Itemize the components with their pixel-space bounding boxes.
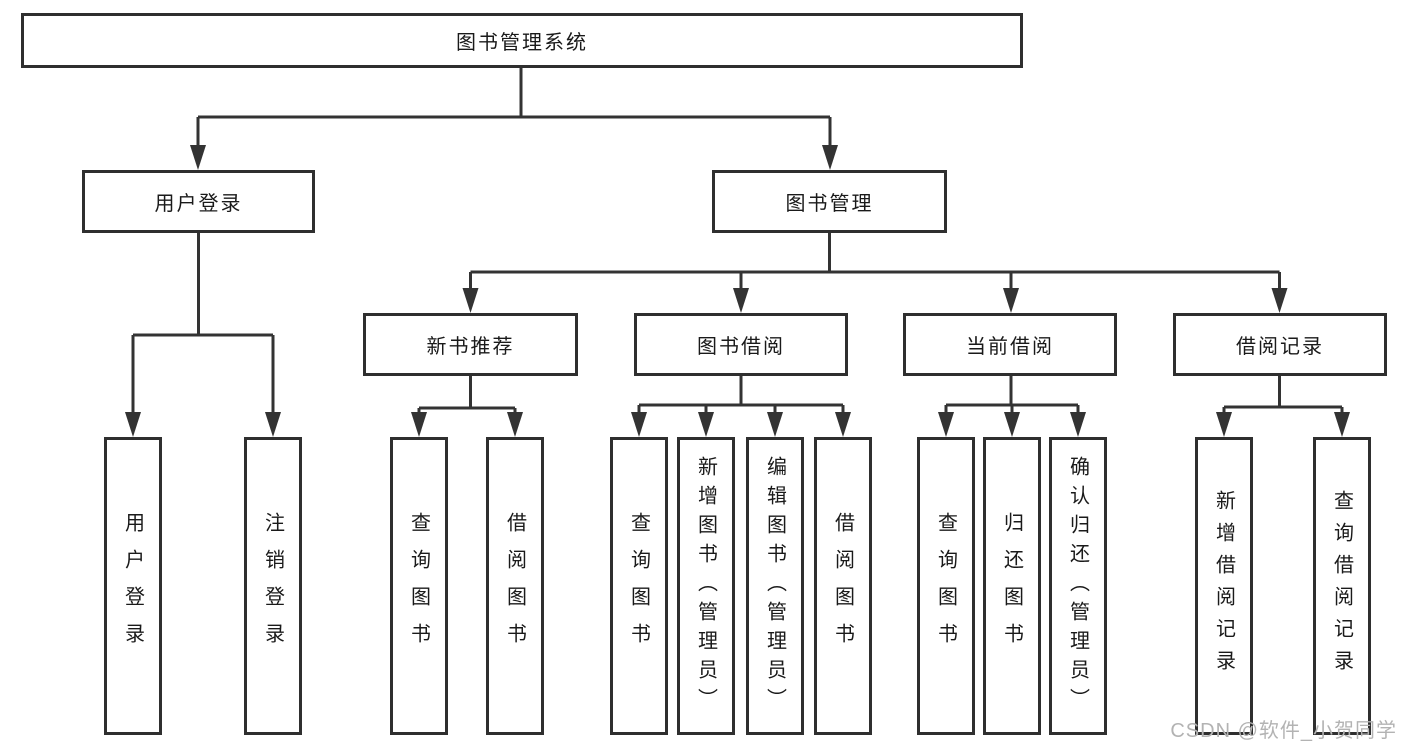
arrowhead (767, 412, 783, 437)
arrowhead (125, 412, 141, 437)
leaf-query-borrow-record: 查询借阅记录 (1313, 437, 1371, 735)
leaf-query-books-borrowing: 查询图书 (610, 437, 668, 735)
connector-borrow-record-children (1216, 376, 1350, 437)
arrowhead (822, 145, 838, 170)
leaf-user-login: 用户登录 (104, 437, 162, 735)
leaf-confirm-return-admin: 确认归还（管理员） (1049, 437, 1107, 735)
connector-user-login-children (125, 233, 281, 437)
arrowhead (1271, 288, 1288, 313)
arrowhead (938, 412, 954, 437)
arrowhead (1070, 412, 1086, 437)
node-book-management: 图书管理 (712, 170, 947, 233)
arrowhead (1004, 412, 1020, 437)
arrowhead (733, 288, 749, 313)
node-book-borrowing: 图书借阅 (634, 313, 848, 376)
connector-current-borrow-children (938, 376, 1086, 437)
node-root-library-system: 图书管理系统 (21, 13, 1023, 68)
leaf-return-books: 归还图书 (983, 437, 1041, 735)
leaf-query-books-current: 查询图书 (917, 437, 975, 735)
csdn-watermark: CSDN @软件_小贺同学 (1170, 720, 1397, 742)
leaf-add-books-admin: 新增图书（管理员） (677, 437, 735, 735)
arrowhead (507, 412, 523, 437)
node-user-login: 用户登录 (82, 170, 315, 233)
leaf-borrow-books-borrowing: 借阅图书 (814, 437, 872, 735)
node-current-borrowing: 当前借阅 (903, 313, 1117, 376)
arrowhead (462, 288, 479, 313)
connector-root-to-level2 (190, 68, 838, 170)
arrowhead (265, 412, 281, 437)
node-borrowing-records: 借阅记录 (1173, 313, 1387, 376)
connector-new-book-children (411, 376, 523, 437)
arrowhead (835, 412, 851, 437)
node-new-book-recommend: 新书推荐 (363, 313, 578, 376)
arrowhead (1003, 288, 1019, 313)
arrowhead (411, 412, 427, 437)
arrowhead (190, 145, 206, 170)
arrowhead (1334, 412, 1350, 437)
leaf-edit-books-admin: 编辑图书（管理员） (746, 437, 804, 735)
leaf-query-books-recommend: 查询图书 (390, 437, 448, 735)
arrowhead (698, 412, 714, 437)
arrowhead (631, 412, 647, 437)
leaf-borrow-books-recommend: 借阅图书 (486, 437, 544, 735)
connector-book-borrow-children (631, 376, 851, 437)
leaf-logout: 注销登录 (244, 437, 302, 735)
connector-book-mgmt-children (462, 233, 1288, 313)
arrowhead (1216, 412, 1232, 437)
leaf-add-borrow-record: 新增借阅记录 (1195, 437, 1253, 735)
